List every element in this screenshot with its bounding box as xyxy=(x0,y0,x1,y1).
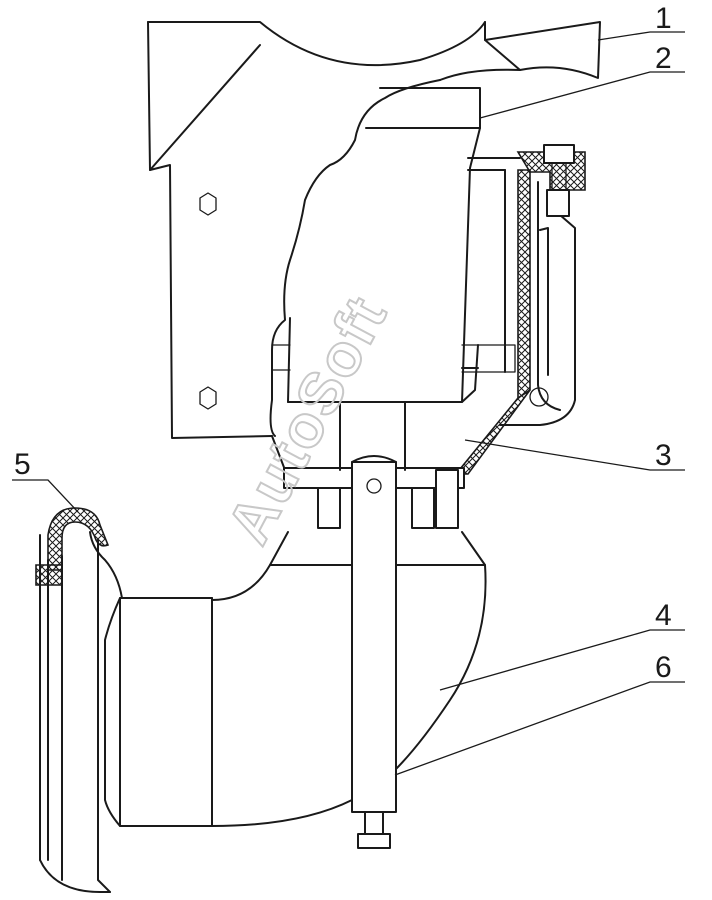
bracket-with-gasket xyxy=(454,144,586,475)
leader-lines xyxy=(12,31,685,776)
inner-tapered-body xyxy=(271,87,516,403)
hose-elbow xyxy=(104,531,487,827)
callout-3: 3 xyxy=(655,439,672,472)
callout-2: 2 xyxy=(655,42,672,75)
vertical-lever xyxy=(351,455,397,849)
sealing-ring xyxy=(35,507,123,893)
callout-6: 6 xyxy=(655,651,672,684)
upper-housing xyxy=(147,21,601,439)
callout-5: 5 xyxy=(14,448,31,481)
callout-1: 1 xyxy=(655,2,672,35)
callout-4: 4 xyxy=(655,599,672,632)
